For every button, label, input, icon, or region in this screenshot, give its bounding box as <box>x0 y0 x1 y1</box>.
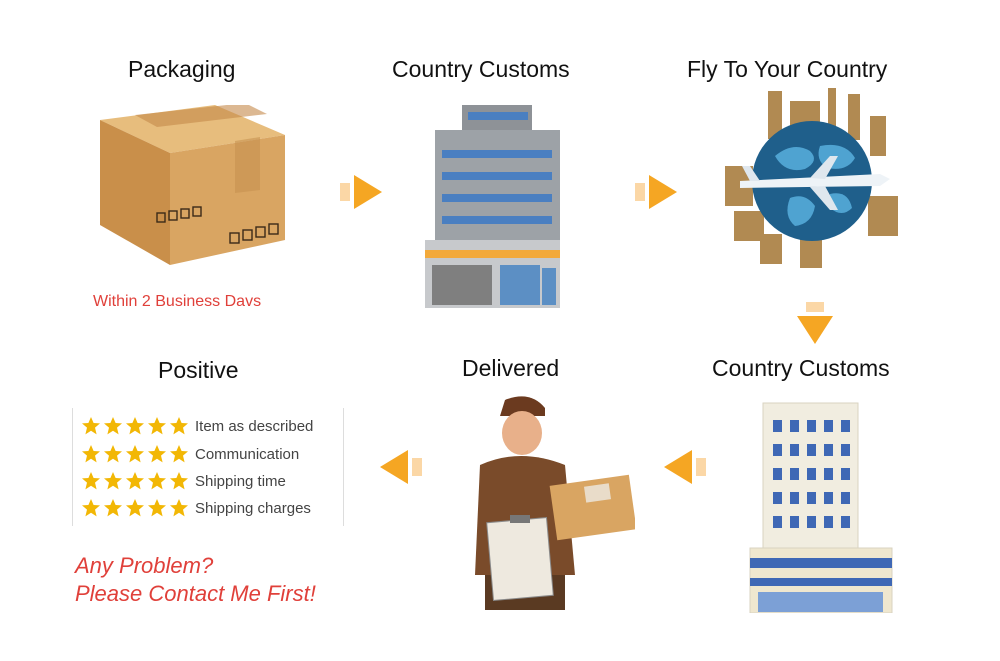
review-label: Communication <box>195 445 300 463</box>
customs-building-icon <box>425 105 560 308</box>
review-label: Shipping time <box>195 472 286 490</box>
star-icon <box>170 472 188 490</box>
review-label: Item as described <box>195 417 314 435</box>
step-title-delivered: Delivered <box>462 355 560 381</box>
destination-building-icon <box>749 402 893 613</box>
star-icon <box>170 499 188 517</box>
star-icon <box>148 499 166 517</box>
star-rating <box>81 471 189 491</box>
star-rating <box>81 416 189 436</box>
star-icon <box>148 417 166 435</box>
delivery-man-icon <box>475 396 635 610</box>
star-icon <box>148 472 166 490</box>
review-row: Shipping charges <box>81 497 311 519</box>
star-icon <box>170 417 188 435</box>
star-icon <box>170 445 188 463</box>
star-icon <box>104 445 122 463</box>
step-title-customs-destination: Country Customs <box>712 355 890 381</box>
feedback-panel: Item as described Communication Shipping… <box>72 408 344 526</box>
star-icon <box>104 417 122 435</box>
star-icon <box>82 445 100 463</box>
arrow-right-icon <box>635 175 677 209</box>
star-icon <box>126 417 144 435</box>
review-label: Shipping charges <box>195 499 311 517</box>
contact-line-1: Any Problem? <box>75 553 214 578</box>
star-icon <box>104 472 122 490</box>
star-icon <box>82 499 100 517</box>
star-icon <box>82 472 100 490</box>
step-title-positive: Positive <box>158 357 239 383</box>
packaging-note: Within 2 Business Davs <box>93 293 262 310</box>
star-rating <box>81 498 189 518</box>
arrow-left-icon <box>380 450 422 484</box>
star-icon <box>104 499 122 517</box>
arrow-down-icon <box>797 302 833 344</box>
star-icon <box>148 445 166 463</box>
step-title-fly: Fly To Your Country <box>687 56 888 82</box>
review-row: Shipping time <box>81 470 286 492</box>
star-icon <box>126 472 144 490</box>
step-title-customs-origin: Country Customs <box>392 56 570 82</box>
cardboard-box-icon <box>100 105 285 265</box>
review-row: Communication <box>81 443 299 465</box>
arrow-right-icon <box>340 175 382 209</box>
arrow-left-icon <box>664 450 706 484</box>
review-row: Item as described <box>81 415 313 437</box>
star-icon <box>82 417 100 435</box>
contact-line-2: Please Contact Me First! <box>75 581 316 606</box>
star-icon <box>126 499 144 517</box>
globe-airplane-icon <box>725 88 898 268</box>
star-icon <box>126 445 144 463</box>
star-rating <box>81 444 189 464</box>
step-title-packaging: Packaging <box>128 56 236 82</box>
